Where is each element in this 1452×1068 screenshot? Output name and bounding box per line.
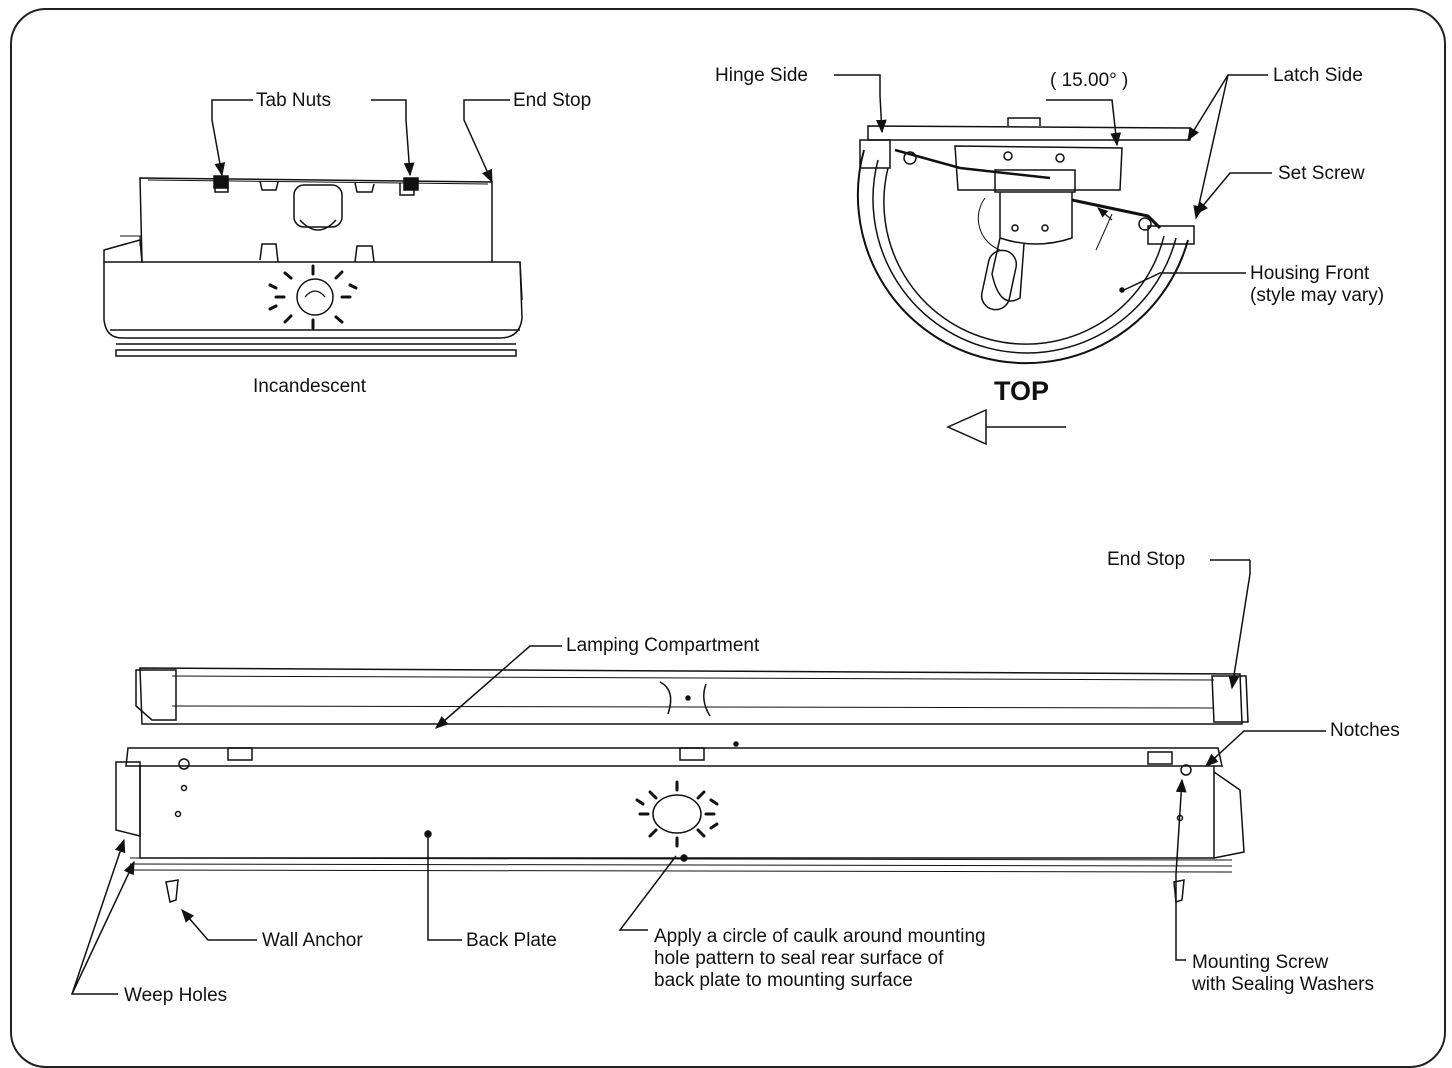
incandescent-label: Incandescent <box>253 376 367 397</box>
top-direction-arrow <box>946 408 1066 446</box>
end-stop-bottom-label: End Stop <box>1107 549 1186 570</box>
caulk-instruction-line2: hole pattern to seal rear surface of <box>654 948 944 969</box>
tab-nuts-leader <box>211 99 253 177</box>
mounting-screw-label: Mounting Screw <box>1192 952 1329 973</box>
caulk-instruction-line1: Apply a circle of caulk around mounting <box>654 926 986 947</box>
wall-anchor-leader <box>181 908 257 941</box>
end-stop-top-label: End Stop <box>513 90 592 111</box>
tab-nuts-label: Tab Nuts <box>256 90 331 111</box>
mounting-screw-note: with Sealing Washers <box>1192 974 1374 995</box>
back-plate-leader <box>427 834 462 941</box>
latch-side-leader-b <box>1193 74 1229 220</box>
wall-anchor-label: Wall Anchor <box>262 930 363 951</box>
top-label: TOP <box>994 376 1050 406</box>
weep-holes-leader-a <box>70 838 126 995</box>
caulk-leader <box>618 855 677 931</box>
angle-leader <box>1046 99 1122 147</box>
angle-label: ( 15.00° ) <box>1050 70 1129 91</box>
latch-side-leader-a <box>1187 74 1268 142</box>
caulk-instruction-line3: back plate to mounting surface <box>654 970 913 991</box>
weep-holes-label: Weep Holes <box>124 985 228 1006</box>
housing-end-view <box>856 117 1195 365</box>
set-screw-leader <box>1195 172 1272 216</box>
housing-front-label: Housing Front <box>1250 263 1370 284</box>
housing-front-leader <box>1123 272 1246 291</box>
incandescent-fixture <box>103 175 523 357</box>
tab-nuts-leader-right <box>371 99 415 177</box>
lamping-compartment-label: Lamping Compartment <box>566 635 760 656</box>
notches-leader <box>1205 730 1326 767</box>
end-stop-top-leader <box>463 99 510 184</box>
back-plate-label: Back Plate <box>466 930 557 951</box>
lamping-compartment-leader <box>434 645 562 729</box>
linear-fixture <box>115 667 1249 904</box>
weep-holes-leader-b <box>71 860 135 995</box>
latch-side-label: Latch Side <box>1273 65 1363 86</box>
end-stop-bottom-leader <box>1210 559 1251 688</box>
hinge-side-label: Hinge Side <box>715 65 808 86</box>
notches-label: Notches <box>1330 720 1400 741</box>
set-screw-label: Set Screw <box>1278 163 1365 184</box>
hinge-side-leader <box>834 74 887 134</box>
housing-front-note: (style may vary) <box>1250 285 1385 306</box>
mounting-screw-leader <box>1175 874 1186 961</box>
